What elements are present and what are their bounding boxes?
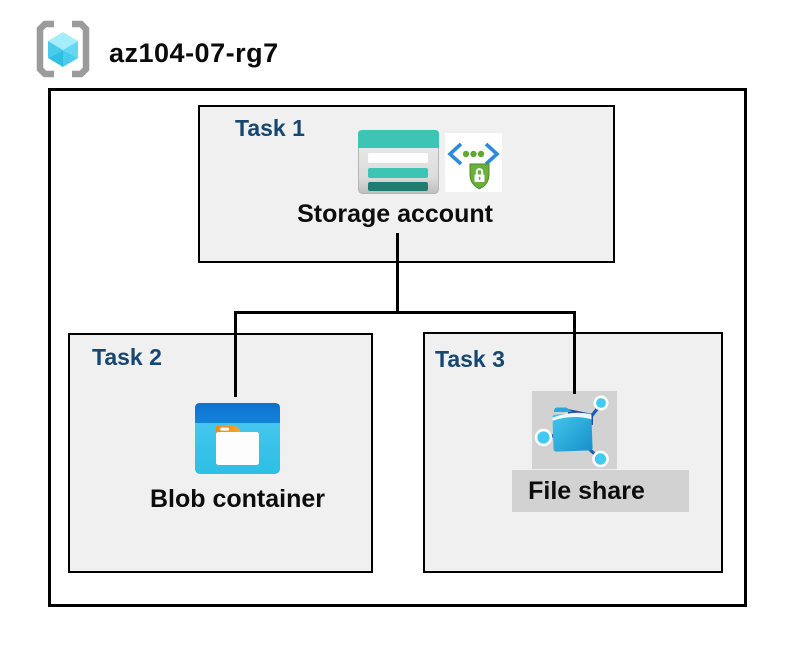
connector-storage-stem	[396, 233, 399, 313]
storage-account-label: Storage account	[297, 200, 493, 228]
connector-to-file-share	[573, 311, 576, 394]
connector-to-blob-container	[234, 311, 237, 397]
file-share-icon	[532, 391, 617, 469]
task1-box: Task 1	[198, 105, 615, 263]
task3-label: Task 3	[435, 346, 505, 372]
task2-box: Task 2 Blob con	[68, 333, 373, 573]
storage-account-icon	[358, 130, 439, 194]
blob-container-label: Blob container	[149, 485, 325, 513]
file-share-label-chip: File share	[512, 470, 689, 512]
secure-access-icon	[445, 133, 502, 192]
resource-group-name: az104-07-rg7	[109, 38, 279, 68]
connector-horizontal	[234, 311, 576, 314]
task1-label: Task 1	[235, 115, 305, 141]
task2-label: Task 2	[92, 344, 162, 370]
resource-group-icon	[36, 20, 90, 78]
file-share-label: File share	[528, 476, 645, 505]
blob-container-icon	[195, 403, 280, 474]
